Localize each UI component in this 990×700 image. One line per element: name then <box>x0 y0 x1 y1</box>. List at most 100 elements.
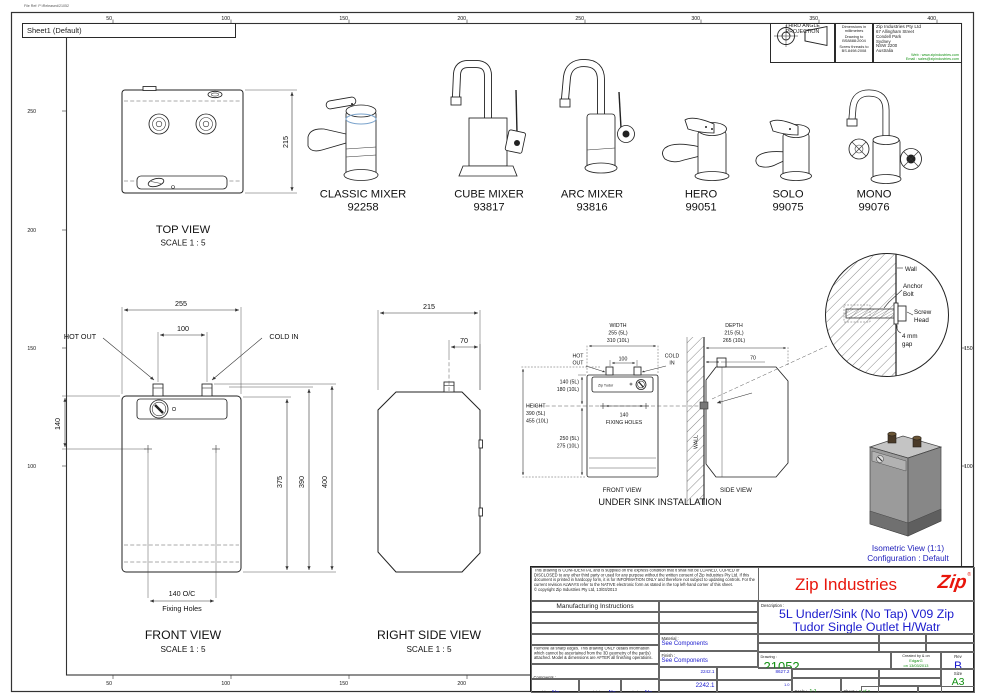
density-cell: Density (g/cm3) :1.0 <box>717 680 792 693</box>
zip-logo-rtm: ® <box>967 572 971 578</box>
sheet-tab[interactable]: Sheet1 (Default) <box>22 23 236 38</box>
colour-cell: Colour :Colour <box>879 669 941 678</box>
comments-row: Comments : <box>531 664 659 679</box>
tap-name: SOLO <box>772 189 803 201</box>
ruler-left-200: 200 <box>27 228 36 234</box>
potable-label: Potable? <box>533 689 551 693</box>
comments-label: Comments : <box>533 674 557 679</box>
us-height-5l: 390 (5L) <box>526 411 546 417</box>
potable-value: No <box>552 689 560 693</box>
sheet-label: Sheet : <box>843 688 857 693</box>
created-value-cell: EdgarG on 8/03/2013 <box>926 643 975 652</box>
top-view-scale: SCALE 1 : 5 <box>160 239 206 248</box>
third-angle-projection-box: THIRD ANGLE PROJECTION <box>770 23 835 63</box>
arc-mixer-drawing <box>559 58 635 174</box>
dim-top-depth: 215 <box>281 136 290 148</box>
company-header-cell: Zip Industries Zip ® <box>758 567 975 601</box>
us-depth-5l: 215 (5L) <box>724 331 744 337</box>
top-view-title: TOP VIEW <box>156 224 211 236</box>
us-height-10l: 455 (10L) <box>526 419 548 425</box>
address-line: NSW 2200 <box>876 43 898 49</box>
dim-front-140: 140 <box>53 418 62 430</box>
file-ref: File Ref: P:\Released\21052 <box>24 4 69 8</box>
ruler-top-350: 350 <box>809 16 818 22</box>
size-value: A3 <box>951 675 965 688</box>
drawing-label: Drawing : <box>760 653 777 659</box>
derived-from-cell: Derived from :New <box>792 669 879 678</box>
confidential-notes: This drawing is CONFIDENTIAL and is supp… <box>531 567 759 601</box>
ruler-bottom-150: 150 <box>339 681 348 687</box>
material-value: See Components <box>661 640 708 647</box>
description-line1: 5L Under/Sink (No Tap) V09 Zip <box>779 606 954 621</box>
sheet-value: 1 of 1 <box>858 688 871 693</box>
label-wall: WALL <box>694 435 700 449</box>
us-hot: HOT <box>573 354 585 360</box>
make-or-buy-row: Make or Buy :Make <box>531 612 659 623</box>
tap-code: 99076 <box>858 202 889 214</box>
solo-tap-drawing <box>755 119 812 181</box>
ruler-left-250: 250 <box>27 109 36 115</box>
third-angle-symbol-icon <box>774 25 828 47</box>
finish-cell: Finish : See Components <box>659 651 758 667</box>
density-value: 1.0 <box>783 681 790 687</box>
rev-value: B <box>953 658 962 669</box>
page-frame <box>10 11 975 693</box>
panel-brand-text: Zip Tudor <box>598 384 614 388</box>
ruler-bottom-100: 100 <box>221 681 230 687</box>
dim-front-375: 375 <box>275 476 284 488</box>
tap-name: MONO <box>857 189 892 201</box>
us-out: OUT <box>573 361 585 367</box>
us-side-label: SIDE VIEW <box>720 487 752 494</box>
volume-label: Volume (cm3) : <box>662 679 688 680</box>
ruler-left-100: 100 <box>27 464 36 470</box>
mass-label: Mass (g) : <box>662 692 679 693</box>
scale-cell: Scale :1:1 <box>792 678 841 693</box>
us-width-10l: 310 (10L) <box>607 338 629 344</box>
ruler-top-50: 50 <box>106 16 112 22</box>
raw-material-row: Raw material :See Components <box>531 634 659 645</box>
projection-label-line1: THIRD ANGLE <box>785 23 820 29</box>
detail-gap-label-2: gap <box>902 341 913 348</box>
created2-label: Created by & on <box>902 653 930 658</box>
scale-label: Scale : <box>794 688 808 693</box>
updated-row: Updated by :edgarg on 25/05/2015 2:23:36… <box>659 623 758 634</box>
detail-head-label: Head <box>914 317 929 324</box>
ruler-top-300: 300 <box>691 16 700 22</box>
detail-anchor-label: Anchor <box>903 283 923 290</box>
front-view-scale: SCALE 1 : 5 <box>160 645 206 654</box>
standard-dimensions: Dimensions in millimetres <box>841 24 867 34</box>
description-label: Description : <box>761 603 785 608</box>
tap-code: 99075 <box>772 202 803 214</box>
ruler-top-200: 200 <box>457 16 466 22</box>
iso-caption-line1: Isometric View (1:1) <box>872 544 944 553</box>
tap-code: 92258 <box>347 202 378 214</box>
dim-front-390: 390 <box>297 476 306 488</box>
us-top-10l: 180 (10L) <box>557 387 579 393</box>
ruler-top-150: 150 <box>339 16 348 22</box>
drawing-number: 21052 <box>763 658 800 669</box>
us-width-5l: 255 (5L) <box>608 331 628 337</box>
standards-box: Dimensions in millimetres Drawing to BS8… <box>835 23 873 63</box>
configuration-label-cell: Configuration : <box>879 634 926 643</box>
tap-name: CUBE MIXER <box>454 189 524 201</box>
tap-labels: CLASSIC MIXER 92258 CUBE MIXER 93817 ARC… <box>320 189 892 214</box>
zip-logo: Zip <box>936 572 968 593</box>
ruler-bottom-200: 200 <box>457 681 466 687</box>
isometric-view: Isometric View (1:1) Configuration : Def… <box>867 431 949 563</box>
description-cell: Description : 5L Under/Sink (No Tap) V09… <box>758 601 975 634</box>
address-line: 67 Allingham Street <box>876 29 915 35</box>
potable-cell: Potable?No <box>531 679 579 693</box>
note-revision: For the current revision ALWAYS refer to… <box>533 578 755 588</box>
size-label: Size <box>953 670 963 676</box>
company-name: Zip Industries Pty Ltd <box>876 25 922 30</box>
top-view-drawing: 215 TOP VIEW SCALE 1 : 5 <box>121 86 297 248</box>
tap-name: CLASSIC MIXER <box>320 189 406 201</box>
note-copyright: © copyright Zip Industries Pty Ltd, 13/0… <box>533 587 617 592</box>
note-confidential: This drawing is CONFIDENTIAL and is supp… <box>533 568 749 583</box>
hero-tap-drawing <box>662 117 730 181</box>
finish-value: See Components <box>661 657 708 664</box>
company-web: Web : www.zipindustries.com <box>911 52 959 57</box>
dim-front-400: 400 <box>320 476 329 488</box>
